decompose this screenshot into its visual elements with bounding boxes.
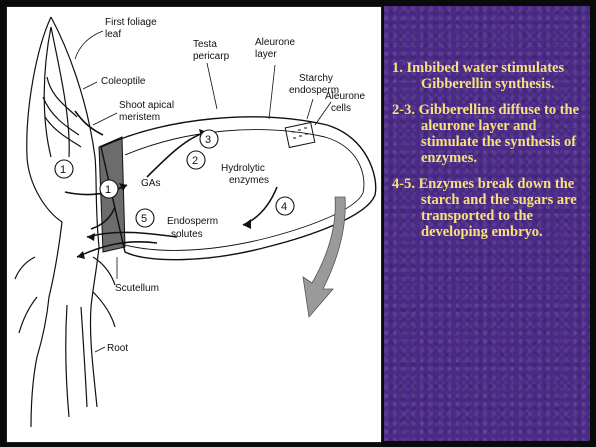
step-text-4-5: 4-5. Enzymes break down the starch and t… [392, 176, 586, 240]
step-item-4-5: 4-5. Enzymes break down the starch and t… [392, 176, 586, 240]
step-item-1: 1. Imbibed water stimulates Gibberellin … [392, 60, 586, 92]
label-testa-1: Testa [193, 39, 217, 50]
label-testa-2: pericarp [193, 51, 230, 62]
label-endosperm-solutes-2: solutes [171, 229, 203, 240]
label-aleurone-layer-1: Aleurone [255, 37, 295, 48]
label-aleurone-cells-2: cells [331, 103, 351, 114]
label-endosperm-solutes-1: Endosperm [167, 216, 218, 227]
label-starchy-endosperm-1: Starchy [299, 73, 333, 84]
step-number-1b: 1 [105, 184, 111, 196]
gray-arrow [303, 197, 345, 317]
step-number-1a: 1 [60, 164, 66, 176]
label-aleurone-cells-1: Aleurone [325, 91, 365, 102]
step-text-1: 1. Imbibed water stimulates Gibberellin … [392, 60, 586, 92]
seed-germination-illustration: 1 1 2 3 4 5 First foliage leaf Coleoptil… [7, 7, 381, 442]
label-root: Root [107, 343, 128, 354]
explanation-panel: 1. Imbibed water stimulates Gibberellin … [384, 6, 590, 441]
step-number-4: 4 [281, 201, 287, 213]
label-scutellum: Scutellum [115, 283, 159, 294]
label-aleurone-layer-2: layer [255, 49, 277, 60]
label-hydrolytic-enzymes-1: Hydrolytic [221, 163, 265, 174]
label-first-foliage-leaf-1: First foliage [105, 17, 157, 28]
label-hydrolytic-enzymes-2: enzymes [229, 175, 269, 186]
germination-diagram: 1 1 2 3 4 5 First foliage leaf Coleoptil… [6, 6, 382, 443]
step-number-5: 5 [141, 213, 147, 225]
step-text-2-3: 2-3. Gibberellins diffuse to the aleuron… [392, 102, 586, 166]
aleurone-cells-box [285, 123, 315, 148]
aleurone-line [125, 130, 364, 251]
step-number-2: 2 [192, 155, 198, 167]
step-list: 1. Imbibed water stimulates Gibberellin … [384, 60, 590, 250]
label-shoot-apical-1: Shoot apical [119, 100, 174, 111]
label-shoot-apical-2: meristem [119, 112, 160, 123]
step-number-3: 3 [205, 134, 211, 146]
label-first-foliage-leaf-2: leaf [105, 29, 121, 40]
label-coleoptile: Coleoptile [101, 76, 146, 87]
step-item-2-3: 2-3. Gibberellins diffuse to the aleuron… [392, 102, 586, 166]
seedling-shape [15, 17, 115, 427]
label-gas: GAs [141, 178, 160, 189]
